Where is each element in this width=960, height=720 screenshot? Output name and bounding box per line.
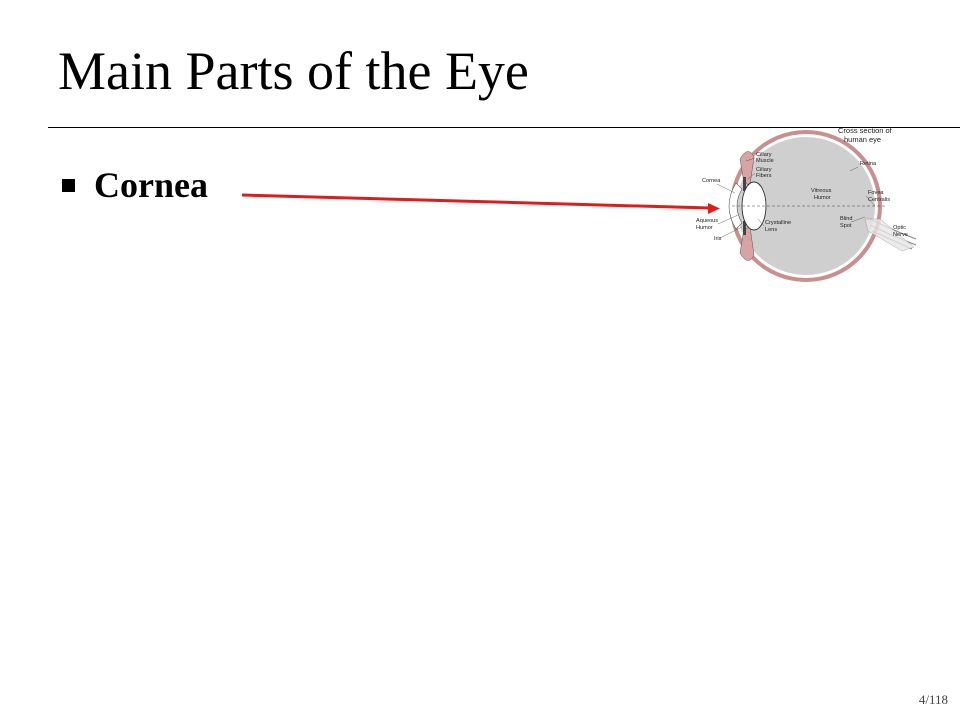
label-retina: Retina [860,161,877,167]
pointer-arrow-shaft [241,193,711,210]
label-ciliary-muscle-2: Muscle [756,158,774,164]
iris-upper [743,177,746,191]
label-vitreous-humor-2: Humor [814,195,831,201]
label-optic-nerve-1: Optic [893,225,906,231]
optic-nerve-shape [864,218,915,252]
label-blind-spot-2: Spot [840,223,852,229]
label-aqueous-humor-1: Aqueous [696,218,718,224]
eye-cross-section-diagram: Cross section of human eye Ciliary Muscl… [696,126,917,282]
label-aqueous-humor-2: Humor [696,225,713,231]
label-crystalline-lens-1: Crystalline [765,220,791,226]
label-ciliary-fibers-2: Fibers [756,173,772,179]
iris-lower [743,221,746,235]
vitreous-humor-region [737,137,875,275]
label-vitreous-humor-1: Vitreous [811,188,832,194]
caption-line-1: Cross section of [838,126,893,135]
label-leader-lines [716,157,876,239]
label-cornea: Cornea [702,178,721,184]
label-blind-spot-1: Blind [840,216,852,222]
label-ciliary-muscle-1: Ciliary [756,152,772,158]
caption-line-2: human eye [844,135,881,144]
page-number: 4/118 [918,692,948,707]
label-ciliary-fibers-1: Ciliary [756,167,772,173]
slide-title: Main Parts of the Eye [58,41,529,101]
bullet-label: Cornea [94,165,208,205]
label-fovea-centralis-2: Centralis [868,197,890,203]
title-divider [48,127,960,128]
ciliary-muscle-lower [739,226,755,261]
bullet-item-cornea: Cornea [62,163,208,207]
label-optic-nerve-2: Nerve [893,232,908,238]
label-fovea-centralis-1: Fovea [868,190,884,196]
label-crystalline-lens-2: Lens [765,227,777,233]
label-iris: Iris [714,236,722,242]
square-bullet-icon [62,178,75,192]
